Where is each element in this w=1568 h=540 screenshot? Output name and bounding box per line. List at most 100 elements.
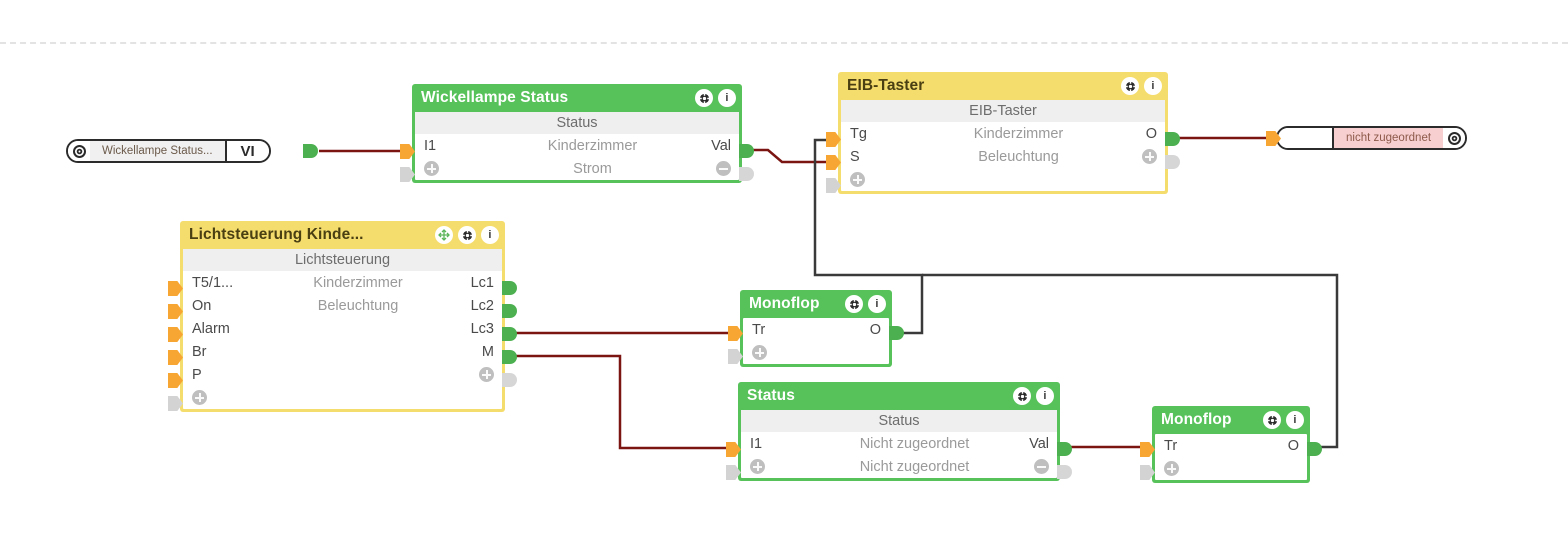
gear-icon[interactable] [845,295,863,313]
add-input-button[interactable] [850,172,924,188]
output-port-disabled[interactable] [739,167,754,181]
output-port-m[interactable] [502,350,517,364]
row-description: Strom [573,160,612,177]
node-header[interactable]: EIB-Taster i [838,72,1168,100]
plus-icon [850,172,865,188]
input-label: Tg [850,125,867,142]
output-port-val[interactable] [739,144,754,158]
output-port-lc3[interactable] [502,327,517,341]
wire-monoflop2-out-to-bus [922,273,1339,449]
node-wickellampe-status[interactable]: Wickellampe Status i Status I1 Kinderzim… [400,84,754,183]
input-port-s[interactable] [826,155,841,170]
minus-icon [1034,459,1049,475]
info-icon[interactable]: i [1036,387,1054,405]
output-port-disabled[interactable] [1165,155,1180,169]
input-label: Alarm [192,320,230,337]
move-icon[interactable] [435,226,453,244]
input-port-add[interactable] [1140,465,1155,480]
input-label: Br [192,343,207,360]
gear-icon[interactable] [458,226,476,244]
vi-pill-output-port[interactable] [303,144,318,158]
nicht-zugeordnet-pill[interactable]: nicht zugeordnet [1276,126,1468,150]
row-description: Nicht zugeordnet [859,458,970,475]
pill-gear-button[interactable] [1443,128,1466,148]
node-row [1155,457,1307,480]
node-row [743,341,889,364]
node-subheader: EIB-Taster [841,100,1165,122]
input-port-add[interactable] [826,178,841,193]
input-label: Tr [752,321,766,338]
output-port-lc1[interactable] [502,281,517,295]
add-output-button[interactable] [450,367,494,383]
node-row: Tg Kinderzimmer O [841,122,1165,145]
plus-icon [1142,149,1157,165]
add-input-button[interactable] [192,390,266,406]
node-row: I1 Nicht zugeordnet Val [741,432,1057,455]
node-monoflop-1[interactable]: Monoflop i Tr O [728,290,904,367]
output-port-disabled[interactable] [1057,465,1072,479]
input-port-tr[interactable] [1140,442,1155,457]
input-label: I1 [750,435,763,452]
pill-value-box[interactable] [1278,128,1334,148]
node-header[interactable]: Lichtsteuerung Kinde... i [180,221,505,249]
output-port-o[interactable] [889,326,904,340]
gear-icon[interactable] [1013,387,1031,405]
node-row: Tr O [743,318,889,341]
input-port-add[interactable] [400,167,415,182]
info-icon[interactable]: i [481,226,499,244]
input-port-add[interactable] [168,396,183,411]
node-title: Monoflop [749,295,820,312]
output-port-o[interactable] [1307,442,1322,456]
vi-pill-label: Wickellampe Status... [90,141,225,161]
node-title: Wickellampe Status [421,89,569,106]
info-icon[interactable]: i [718,89,736,107]
node-header[interactable]: Status i [738,382,1060,410]
right-pill-input-port[interactable] [1266,131,1281,146]
input-port-add[interactable] [728,349,743,364]
input-port-tg[interactable] [826,132,841,147]
vi-variable-pill[interactable]: Wickellampe Status... VI [66,139,271,163]
input-port-i1[interactable] [726,442,741,457]
plus-icon [752,345,767,361]
input-label: S [850,148,860,165]
input-port-br[interactable] [168,350,183,365]
input-label: P [192,366,202,383]
node-lichtsteuerung-kinderzimmer[interactable]: Lichtsteuerung Kinde... i [168,221,517,412]
plus-icon [192,390,207,406]
info-icon[interactable]: i [868,295,886,313]
node-header[interactable]: Monoflop i [1152,406,1310,434]
remove-output-button[interactable] [1005,459,1049,475]
input-port-t51[interactable] [168,281,183,296]
output-port-lc2[interactable] [502,304,517,318]
add-input-button[interactable] [424,161,498,177]
vi-pill-gear-button[interactable] [68,141,90,161]
add-output-button[interactable] [1113,149,1157,165]
input-port-p[interactable] [168,373,183,388]
add-input-button[interactable] [750,459,824,475]
info-icon[interactable]: i [1286,411,1304,429]
add-input-button[interactable] [1164,461,1224,477]
output-port-val[interactable] [1057,442,1072,456]
node-header[interactable]: Monoflop i [740,290,892,318]
input-port-alarm[interactable] [168,327,183,342]
input-port-i1[interactable] [400,144,415,159]
remove-output-button[interactable] [687,161,731,177]
input-port-tr[interactable] [728,326,743,341]
input-port-add[interactable] [726,465,741,480]
add-input-button[interactable] [752,345,812,361]
row-description: Beleuchtung [317,297,399,314]
output-label: Val [711,137,731,154]
gear-icon[interactable] [1263,411,1281,429]
node-status[interactable]: Status i Status I1 Nicht zugeordnet Val [726,382,1072,481]
node-header[interactable]: Wickellampe Status i [412,84,742,112]
output-label: O [869,321,881,338]
gear-icon[interactable] [1121,77,1139,95]
output-port-disabled[interactable] [502,373,517,387]
info-icon[interactable]: i [1144,77,1162,95]
node-eib-taster[interactable]: EIB-Taster i EIB-Taster Tg Kinderzimmer … [826,72,1180,194]
output-port-o[interactable] [1165,132,1180,146]
input-port-on[interactable] [168,304,183,319]
node-monoflop-2[interactable]: Monoflop i Tr O [1140,406,1322,483]
gear-icon[interactable] [695,89,713,107]
